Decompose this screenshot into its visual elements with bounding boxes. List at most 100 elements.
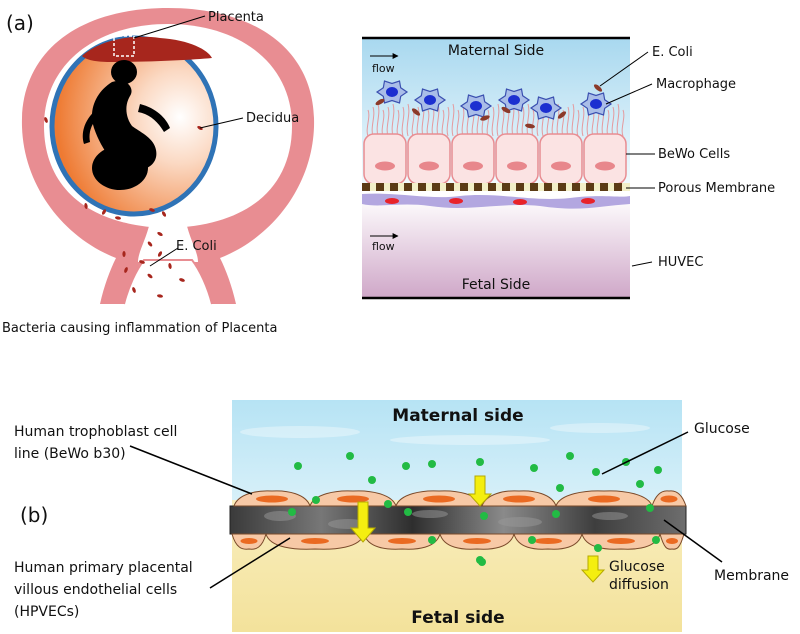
glucose-dot <box>478 558 486 566</box>
membrane-pore <box>544 183 552 191</box>
label-hpvec-3: (HPVECs) <box>14 604 79 620</box>
label-placenta: Placenta <box>208 10 264 25</box>
microvillus <box>446 106 450 137</box>
glucose-dot <box>646 504 654 512</box>
membrane-b <box>229 505 687 535</box>
label-membrane: Membrane <box>714 568 789 584</box>
trophoblast-nucleus <box>660 495 678 503</box>
membrane-pore <box>502 183 510 191</box>
glucose-dot <box>476 458 484 466</box>
glucose-dot <box>402 462 410 470</box>
maternal-haze <box>240 423 650 445</box>
bewo-cell <box>495 133 539 185</box>
membrane-pore <box>390 183 398 191</box>
fetus-silhouette <box>82 60 170 190</box>
membrane-pore <box>614 183 622 191</box>
macrophage-nucleus <box>424 95 436 105</box>
label-trophoblast-1: Human trophoblast cell <box>14 424 177 440</box>
label-trophoblast-2: line (BeWo b30) <box>14 446 126 462</box>
glucose-dot <box>312 496 320 504</box>
microvillus <box>401 106 405 137</box>
label-decidua: Decidua <box>246 111 299 126</box>
macrophage-nucleus <box>470 101 482 111</box>
glucose-dot <box>552 510 560 518</box>
glucose-flow-arrows <box>349 475 606 583</box>
microvillus <box>451 103 455 137</box>
ecoli-scattered-left <box>44 117 203 298</box>
macrophage-nucleus <box>540 103 552 113</box>
glucose-dot <box>636 480 644 488</box>
microvillus <box>576 109 580 137</box>
label-huvec: HUVEC <box>658 255 703 270</box>
glucose-dot <box>654 466 662 474</box>
macrophage-nucleus <box>508 95 520 105</box>
label-glucose: Glucose <box>694 421 750 437</box>
label-hpvec-2: villous endothelial cells <box>14 582 177 598</box>
bewo-cell <box>539 133 583 185</box>
endothelial-nucleus <box>463 538 491 544</box>
membrane-pore <box>362 183 370 191</box>
glucose-dot <box>530 464 538 472</box>
endothelial-nucleus <box>388 538 416 544</box>
label-hpvec-1: Human primary placental <box>14 560 193 576</box>
label-fetal-side-b: Fetal side <box>411 608 504 628</box>
bewo-nucleus <box>375 161 395 171</box>
membrane-pore <box>558 183 566 191</box>
membrane-pore <box>474 183 482 191</box>
glucose-molecules <box>288 452 662 566</box>
glucose-dot <box>346 452 354 460</box>
microvillus <box>456 109 460 137</box>
macrophage-nucleus <box>386 87 398 97</box>
placenta-highlight-box <box>113 35 135 57</box>
label-glucose-diffusion-2: diffusion <box>609 577 669 593</box>
label-maternal-side-a: Maternal Side <box>448 43 544 59</box>
bewo-cell <box>451 133 495 185</box>
bewo-cell-row <box>363 133 627 185</box>
glucose-dot <box>288 508 296 516</box>
cervix-channel <box>138 222 198 262</box>
macrophages <box>375 80 613 120</box>
label-flow-top: flow <box>372 62 395 75</box>
label-ecoli-left: E. Coli <box>176 239 217 254</box>
label-ecoli-right: E. Coli <box>652 45 693 60</box>
huvec-nuclei <box>385 198 595 205</box>
label-porous-membrane: Porous Membrane <box>658 181 775 196</box>
microfluidic-model: flow flow Maternal Side Fetal Side <box>362 36 630 300</box>
label-maternal-side-b: Maternal side <box>392 406 523 426</box>
uterus-illustration <box>21 8 315 305</box>
membrane-pore <box>376 183 384 191</box>
bewo-nucleus <box>419 161 439 171</box>
trophoblast-nucleus <box>337 495 369 503</box>
macrophage-nucleus <box>590 99 602 109</box>
membrane-pore <box>586 183 594 191</box>
ecoli-in-channel <box>375 84 603 129</box>
endothelial-nucleus <box>240 538 258 544</box>
trophoblast-nucleus <box>423 495 455 503</box>
endothelial-nucleus <box>534 538 562 544</box>
endothelial-nucleus <box>666 538 678 544</box>
bewo-cell <box>583 133 627 185</box>
label-glucose-diffusion-1: Glucose <box>609 559 665 575</box>
trophoblast-nucleus <box>503 495 535 503</box>
microvillus <box>491 106 495 137</box>
barrier-model: Maternal side Fetal side Glucose diffusi… <box>229 400 687 632</box>
label-fetal-side-a: Fetal Side <box>462 277 531 293</box>
label-bewo-cells: BeWo Cells <box>658 147 730 162</box>
microvillus <box>621 109 625 137</box>
membrane-pore <box>516 183 524 191</box>
endothelial-nucleus <box>607 538 635 544</box>
endothelial-cell-layer <box>231 533 685 550</box>
membrane-pore <box>600 183 608 191</box>
glucose-dot <box>592 468 600 476</box>
membrane-pore <box>530 183 538 191</box>
glucose-dot <box>566 452 574 460</box>
maternal-region-b <box>232 400 682 500</box>
glucose-dot <box>404 508 412 516</box>
microvillus <box>496 103 500 137</box>
caption-bacteria: Bacteria causing inflammation of Placent… <box>2 321 277 336</box>
bewo-nucleus <box>507 161 527 171</box>
microvillus <box>406 103 410 137</box>
membrane-pore <box>418 183 426 191</box>
glucose-dot <box>652 536 660 544</box>
